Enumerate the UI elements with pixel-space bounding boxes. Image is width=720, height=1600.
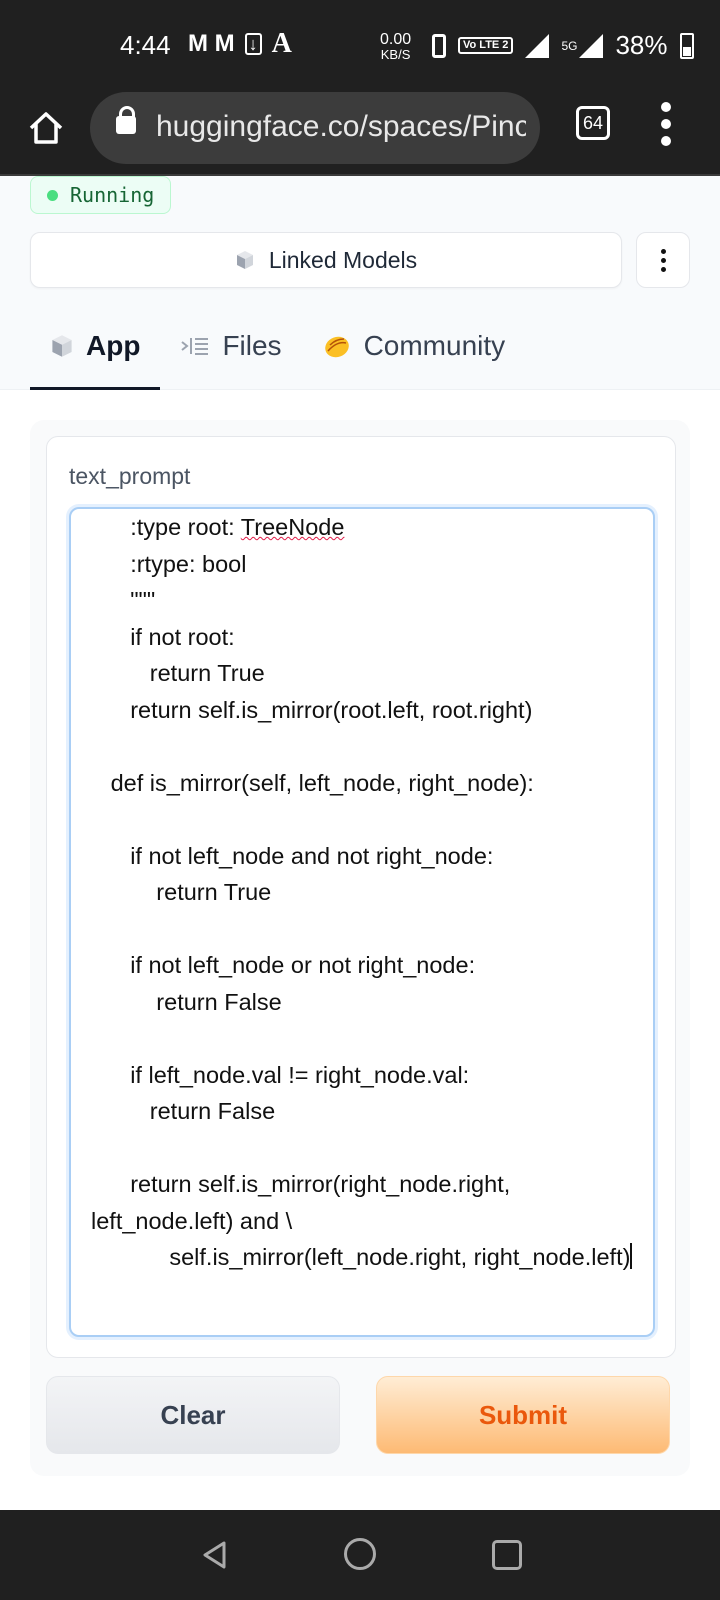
tab-switcher-button[interactable]: 64 [576,106,610,140]
code-line [91,1020,647,1057]
text-prompt-block: text_prompt :type root: TreeNode :rtype:… [46,436,676,1358]
space-header: Running Linked Models App [0,176,720,390]
code-line: return False [91,1098,276,1124]
font-a-icon: A [271,28,292,59]
system-nav-bar [0,1510,720,1600]
code-line: if not left_node or not right_node: [91,952,476,978]
back-icon[interactable] [200,1540,230,1570]
tab-app[interactable]: App [30,316,161,390]
code-line [91,911,647,948]
download-icon: ↓ [244,33,262,55]
url-text: huggingface.co/spaces/Pinc [156,110,526,143]
hands-icon [324,336,349,358]
linked-models-label: Linked Models [268,246,418,273]
code-line: :type root: TreeNode [91,514,345,540]
cube-icon [236,251,253,269]
text-caret [630,1243,633,1269]
signal-icon [525,33,550,58]
code-line [91,1130,647,1167]
code-line: def is_mirror(self, left_node, right_nod… [91,769,534,796]
code-line [91,801,647,838]
code-line: return self.is_mirror(root.left, root.ri… [91,696,533,723]
battery-icon [679,32,694,59]
tab-app-label: App [86,330,141,361]
speed-unit: KB/S [380,47,411,62]
code-line: return self.is_mirror(right_node.right, … [91,1171,517,1234]
code-line: :rtype: bool [91,550,247,577]
battery-percent: 38% [615,30,668,60]
notification-icons: M M ↓ A [188,28,292,60]
code-line: self.is_mirror(left_node.right, right_no… [91,1243,633,1270]
code-line: return True [91,660,265,686]
submit-button[interactable]: Submit [376,1376,670,1454]
code-line: return True [91,879,272,905]
linked-models-button[interactable]: Linked Models [30,232,622,288]
spellcheck-underline: TreeNode [240,514,345,540]
network-speed: 0.00 KB/S [380,31,412,62]
status-bar: 4:44 M M ↓ A 0.00 KB/S Vo LTE 2 5G 38% [0,0,720,92]
code-line: if not root: [91,623,235,650]
text-prompt-label: text_prompt [69,463,191,489]
signal-5g-icon [579,33,604,58]
volte-badge: Vo LTE 2 [458,37,514,54]
address-bar[interactable]: huggingface.co/spaces/Pinc [90,92,540,164]
more-options-button[interactable] [636,232,690,288]
app-panel: text_prompt :type root: TreeNode :rtype:… [30,420,690,1476]
tab-files-label: Files [222,330,282,361]
status-text: Running [70,183,155,207]
clear-button[interactable]: Clear [46,1376,340,1454]
code-line: """ [91,587,156,613]
running-dot-icon [47,189,58,201]
files-icon [181,338,209,355]
home-icon[interactable] [26,108,66,148]
gmail-icon: M M [188,30,235,57]
text-prompt-input[interactable]: :type root: TreeNode :rtype: bool """ if… [69,507,655,1337]
lock-icon [116,106,136,134]
home-nav-icon[interactable] [344,1538,376,1570]
network-type: 5G [561,38,578,53]
tab-community[interactable]: Community [302,316,526,376]
recents-icon[interactable] [492,1540,522,1570]
code-line: return False [91,988,282,1015]
browser-menu-icon[interactable] [660,102,672,146]
status-right-group: Vo LTE 2 5G 38% [432,30,694,61]
speed-value: 0.00 [380,31,412,48]
status-badge: Running [30,176,172,214]
code-line: if left_node.val != right_node.val: [91,1061,470,1088]
code-line [91,728,647,765]
code-line: if not left_node and not right_node: [91,842,494,869]
phone-icon [432,33,446,58]
cube-icon [52,335,72,357]
space-tabs: App Files Community [30,316,525,390]
status-time: 4:44 [120,30,171,60]
tab-community-label: Community [363,330,506,361]
browser-toolbar: huggingface.co/spaces/Pinc 64 [0,92,720,176]
text-prompt-content: :type root: TreeNode :rtype: bool """ if… [91,509,647,1276]
tab-files[interactable]: Files [160,316,301,376]
